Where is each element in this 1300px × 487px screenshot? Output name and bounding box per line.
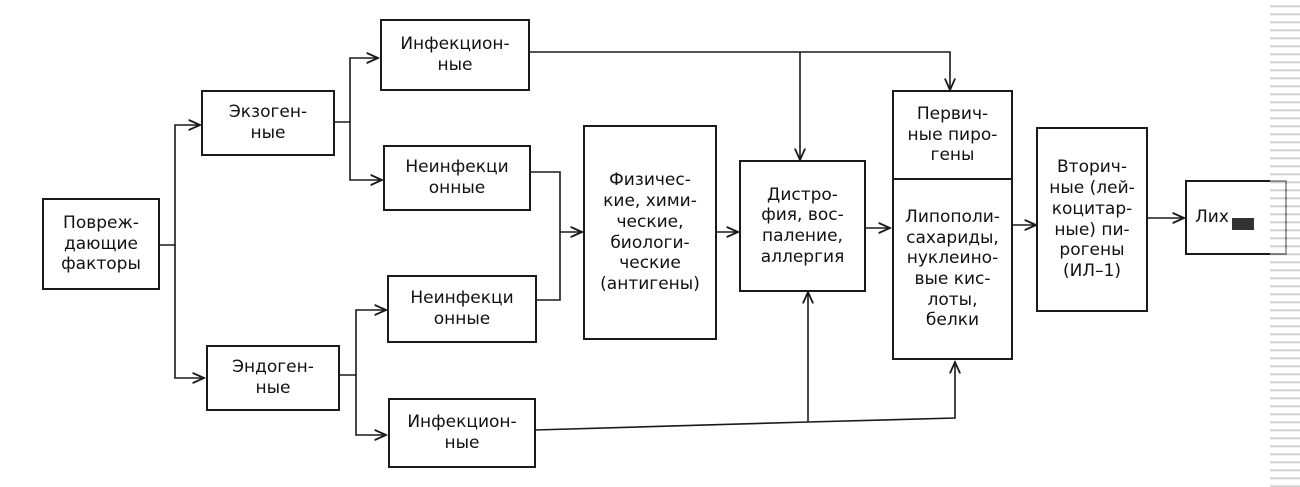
ink-blot [1232, 218, 1254, 230]
node-endogenous-label: Эндоген- ные [232, 357, 314, 398]
node-endo-noninfectious: Неинфекци онные [387, 275, 537, 343]
node-exo-infectious-label: Инфекцион- ные [400, 34, 510, 75]
connector-noninf-merge [530, 171, 561, 301]
node-lipopolysaccharides: Липополи- сахариды, нуклеино- вые кис- л… [892, 178, 1013, 360]
connector-factors-trunk [160, 125, 200, 246]
node-exo-noninfectious-label: Неинфекци онные [405, 157, 509, 198]
node-exogenous-label: Экзоген- ные [228, 102, 308, 143]
node-endogenous: Эндоген- ные [206, 345, 340, 411]
connector-endo-to-infectious [355, 375, 386, 435]
node-damaging-factors: Повреж- дающие факторы [42, 198, 160, 290]
connector-factors-to-endo [174, 245, 204, 378]
node-dystrophy: Дистро- фия, вос- паление, аллергия [739, 160, 866, 292]
connector-exo-to-noninfectious [349, 122, 382, 180]
node-lipopolysaccharides-label: Липополи- сахариды, нуклеино- вые кис- л… [905, 206, 1000, 331]
connector-exo-to-infectious [334, 58, 378, 123]
connector-exo-infectious-top [528, 51, 950, 90]
node-damaging-factors-label: Повреж- дающие факторы [61, 212, 141, 275]
node-dystrophy-label: Дистро- фия, вос- паление, аллергия [760, 184, 845, 267]
connector-endo-infectious-bottom [534, 362, 955, 431]
node-exo-infectious: Инфекцион- ные [380, 19, 530, 91]
connector-endo-to-noninfectious [340, 310, 386, 376]
node-cut-off-label: Лих [1195, 207, 1229, 228]
scan-edge-noise [1270, 0, 1300, 487]
node-endo-infectious-label: Инфекцион- ные [407, 412, 517, 453]
node-exogenous: Экзоген- ные [201, 90, 335, 156]
node-endo-infectious: Инфекцион- ные [388, 398, 536, 468]
node-primary-pyrogens: Первич- ные пиро- гены [892, 90, 1013, 180]
node-secondary-pyrogens: Вторич- ные (лей- коцитар- ные) пи- роге… [1036, 127, 1148, 312]
node-endo-noninfectious-label: Неинфекци онные [410, 288, 514, 329]
node-secondary-pyrogens-label: Вторич- ные (лей- коцитар- ные) пи- роге… [1049, 157, 1135, 281]
node-physical-chemical: Физичес- кие, хими- ческие, биологи- чес… [583, 125, 717, 340]
node-exo-noninfectious: Неинфекци онные [383, 145, 531, 211]
node-physical-chemical-label: Физичес- кие, хими- ческие, биологи- чес… [600, 170, 700, 294]
node-primary-pyrogens-label: Первич- ные пиро- гены [907, 103, 998, 166]
